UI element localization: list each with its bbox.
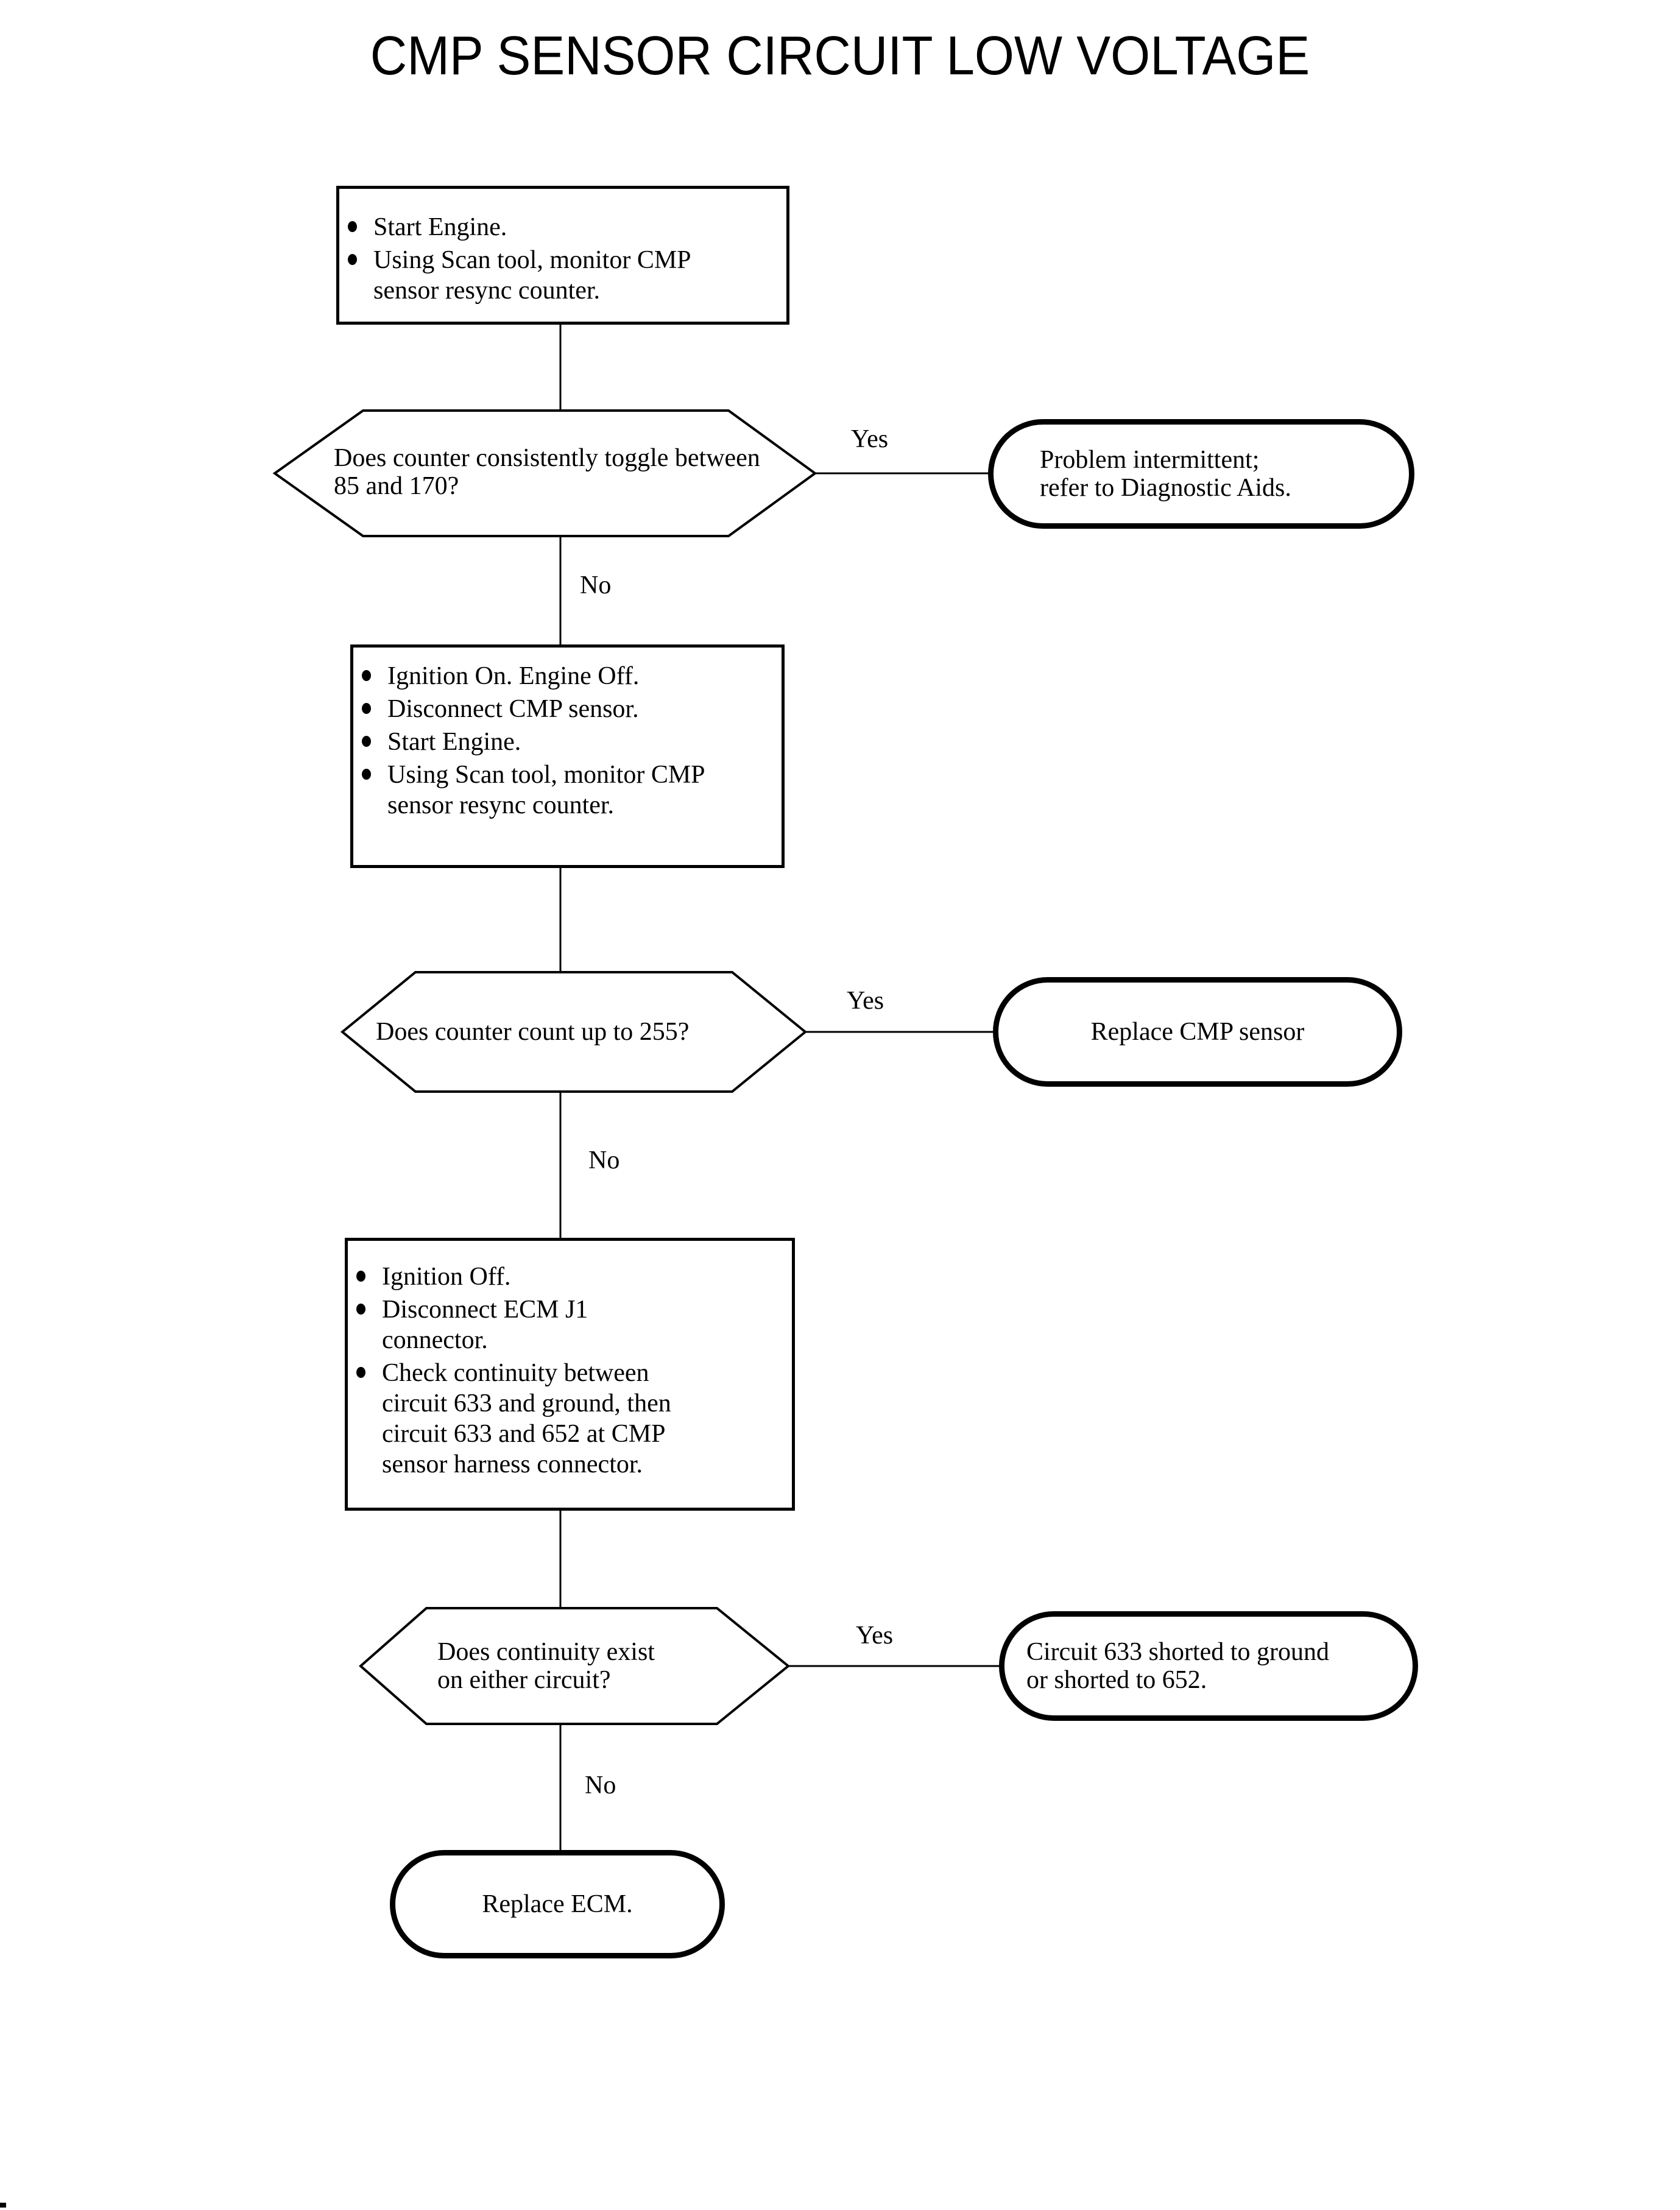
terminal-text: Problem intermittent; refer to Diagnosti… <box>1040 446 1291 502</box>
action-item: Using Scan tool, monitor CMP sensor resy… <box>342 245 774 306</box>
terminal-text: Replace ECM. <box>482 1890 633 1918</box>
action-item: Using Scan tool, monitor CMP sensor resy… <box>356 760 769 821</box>
action-item: Disconnect CMP sensor. <box>356 694 769 724</box>
decision-hexagon-3 <box>358 1607 791 1725</box>
decision-hexagon-2 <box>340 971 808 1093</box>
terminal-oval-2: Replace CMP sensor <box>993 977 1402 1087</box>
yes-label-1: Yes <box>851 425 889 453</box>
action-item: Ignition On. Engine Off. <box>356 661 769 691</box>
decision-hexagon-1 <box>272 409 817 537</box>
action-item: Ignition Off. <box>350 1262 780 1292</box>
no-label-3: No <box>585 1771 616 1799</box>
no-label-2: No <box>588 1146 620 1174</box>
action-item: Start Engine. <box>356 727 769 757</box>
scan-artifact <box>0 2203 6 2208</box>
yes-label-2: Yes <box>847 987 884 1015</box>
action-item: Start Engine. <box>342 212 774 242</box>
action-box-1: Start Engine. Using Scan tool, monitor C… <box>336 186 789 325</box>
terminal-oval-1: Problem intermittent; refer to Diagnosti… <box>988 419 1414 529</box>
action-box-3: Ignition Off. Disconnect ECM J1 connecto… <box>345 1238 795 1511</box>
action-item: Disconnect ECM J1 connector. <box>350 1294 780 1355</box>
decision-question-3: Does continuity exist on either circuit? <box>437 1638 655 1694</box>
terminal-text: Circuit 633 shorted to ground or shorted… <box>1026 1638 1329 1694</box>
page-title: CMP SENSOR CIRCUIT LOW VOLTAGE <box>370 26 1310 86</box>
terminal-text: Replace CMP sensor <box>1090 1018 1305 1046</box>
action-list: Ignition On. Engine Off. Disconnect CMP … <box>356 661 769 821</box>
decision-question-1: Does counter consistently toggle between… <box>334 444 760 500</box>
action-box-2: Ignition On. Engine Off. Disconnect CMP … <box>350 644 785 868</box>
action-item: Check continuity between circuit 633 and… <box>350 1358 780 1480</box>
decision-question-2: Does counter count up to 255? <box>376 1018 690 1046</box>
action-list: Start Engine. Using Scan tool, monitor C… <box>342 212 774 306</box>
yes-label-3: Yes <box>856 1622 894 1650</box>
terminal-oval-3: Circuit 633 shorted to ground or shorted… <box>999 1611 1418 1721</box>
terminal-oval-4: Replace ECM. <box>390 1850 725 1958</box>
no-label-1: No <box>580 571 612 599</box>
action-list: Ignition Off. Disconnect ECM J1 connecto… <box>350 1262 780 1480</box>
